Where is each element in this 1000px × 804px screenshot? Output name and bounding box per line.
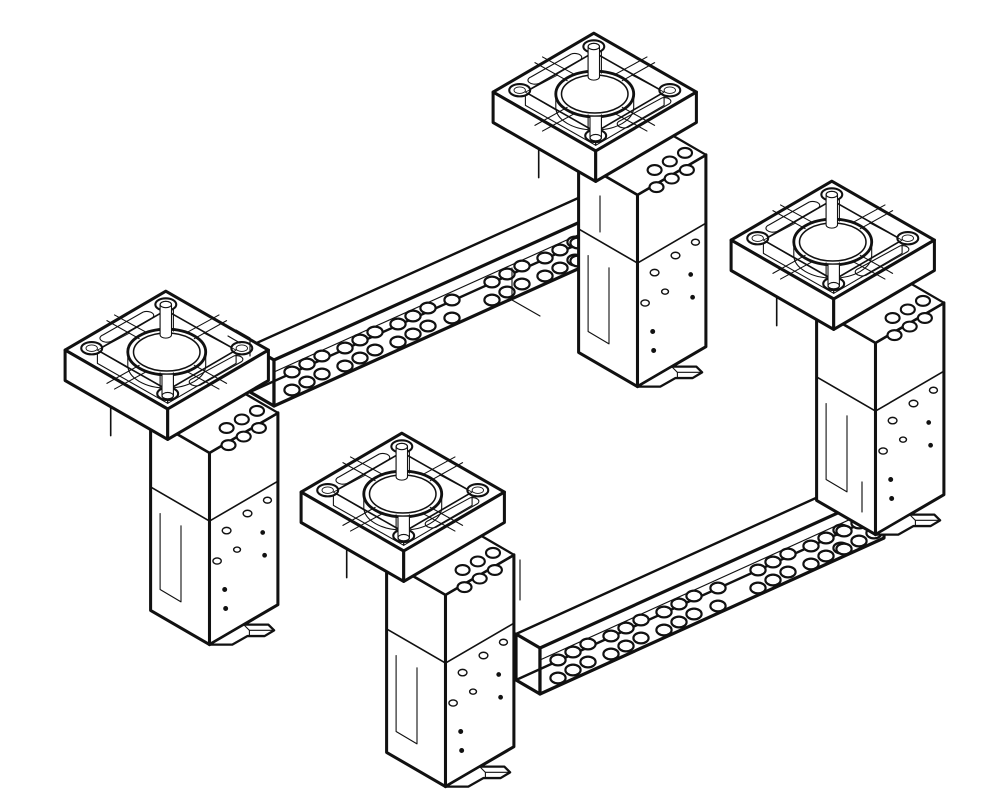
joint-rear-right [511, 195, 601, 317]
joint-rear-left [227, 329, 251, 357]
beam-lower [514, 476, 886, 696]
